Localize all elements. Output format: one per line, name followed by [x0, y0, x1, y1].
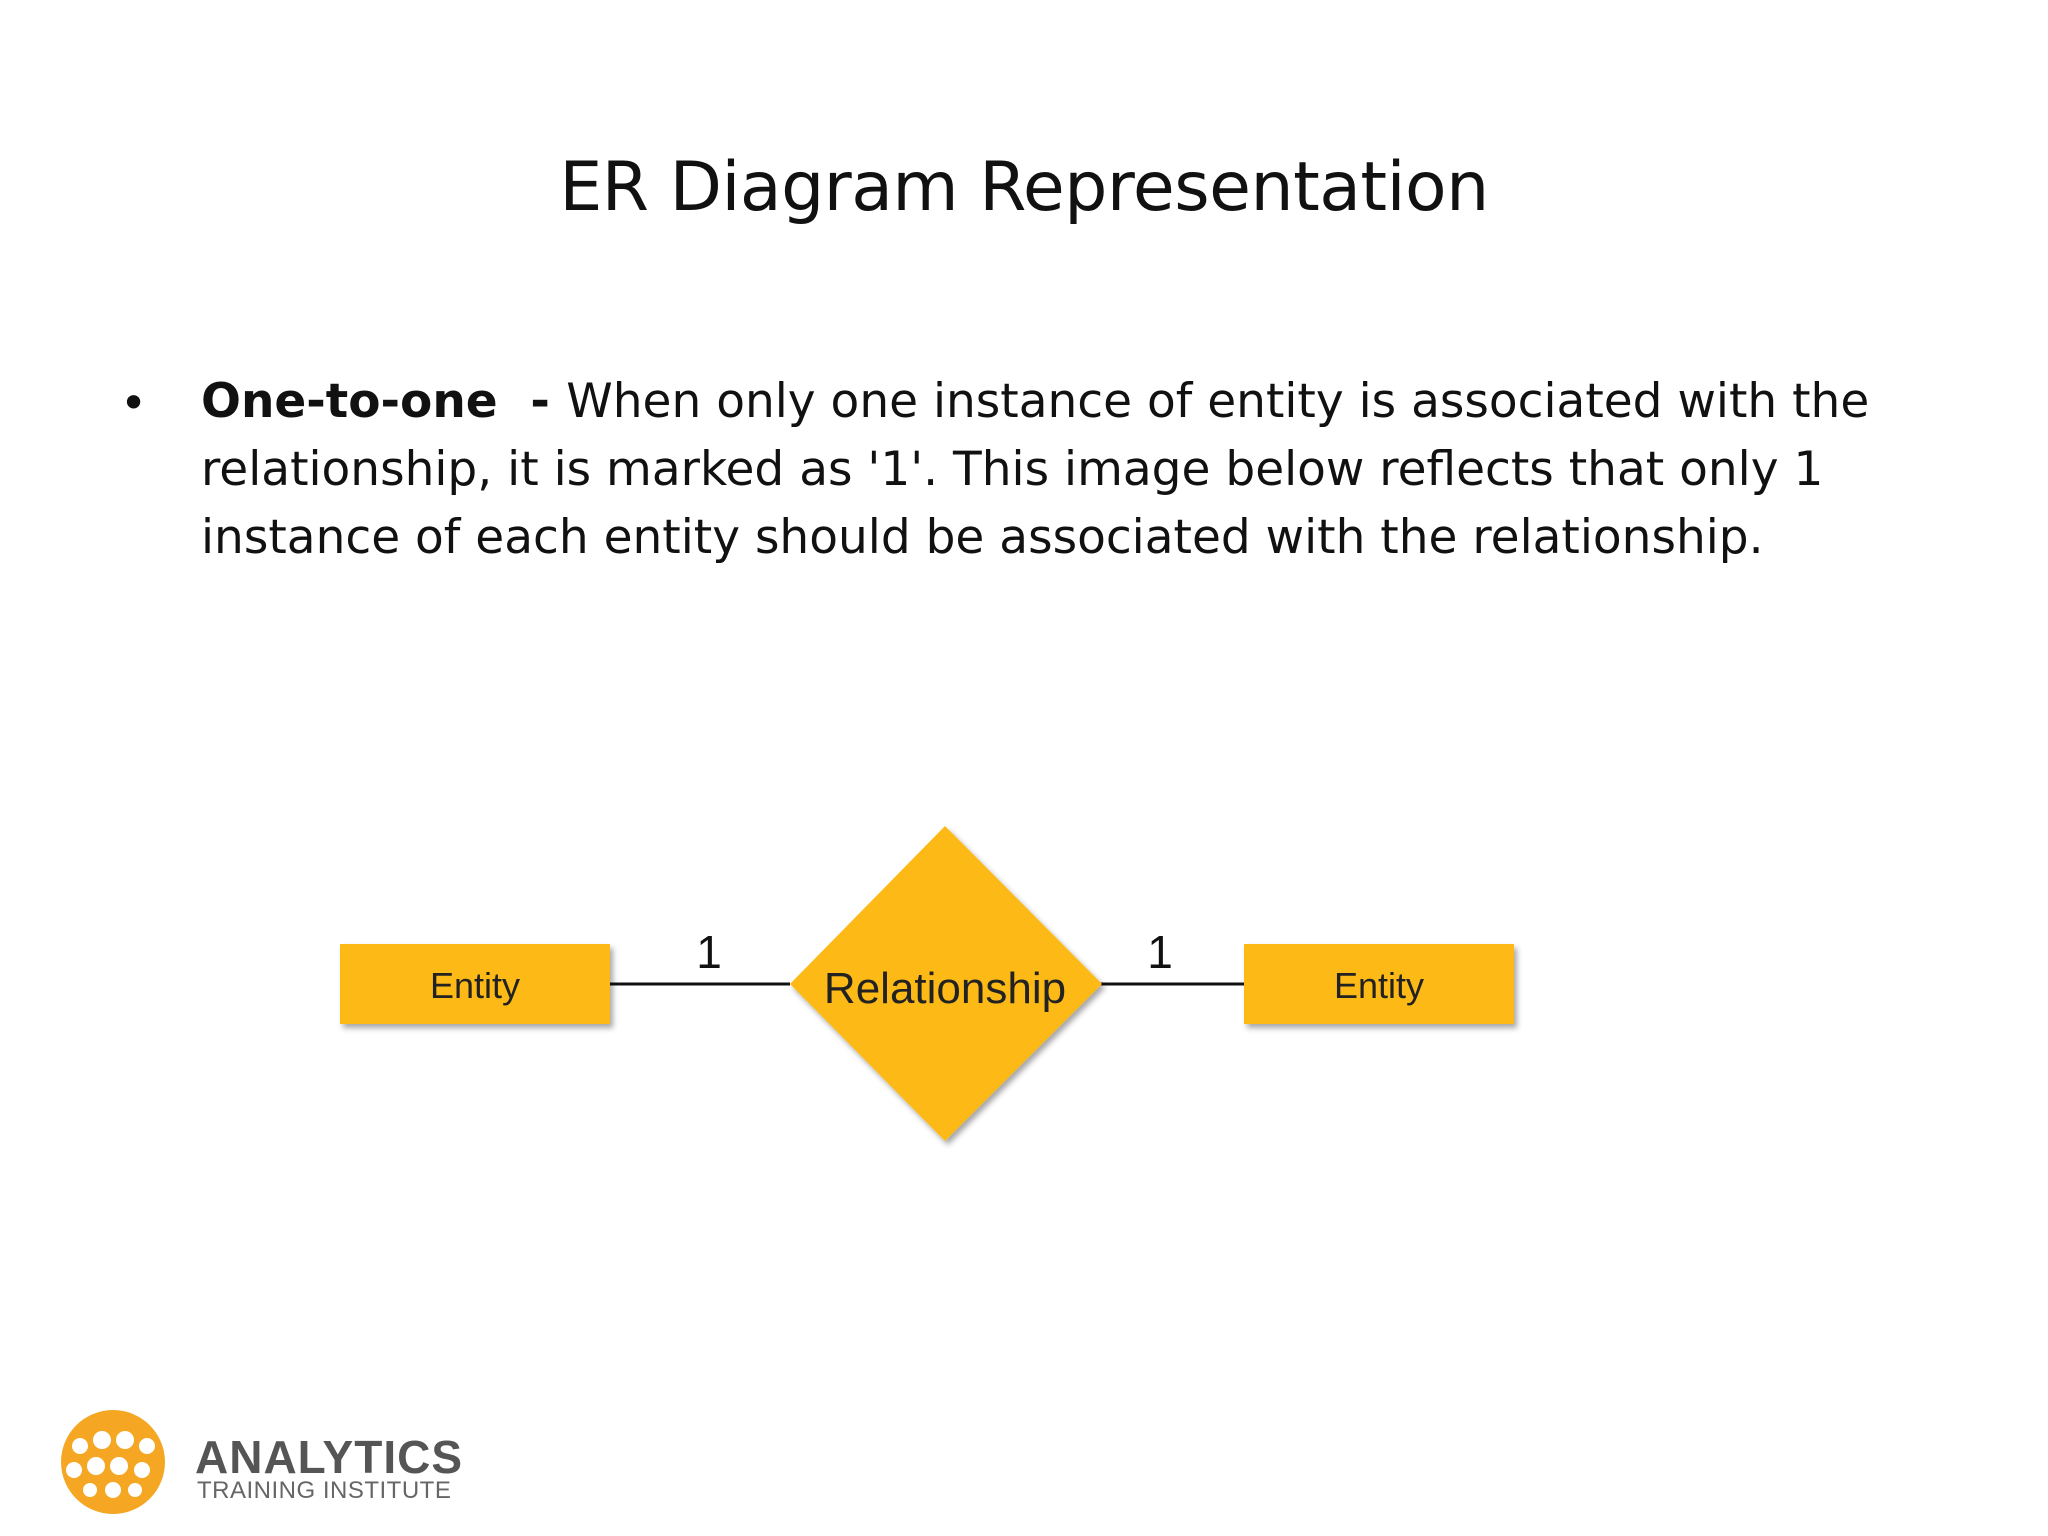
left-cardinality-label: 1 [696, 926, 722, 978]
bullet-dot: • [120, 376, 148, 430]
right-entity-box [1244, 944, 1514, 1024]
logo-subtitle: TRAINING INSTITUTE [197, 1477, 452, 1504]
bullet-item: • One-to-one - When only one instance of… [120, 368, 1880, 572]
company-logo: ANALYTICS TRAINING INSTITUTE [58, 1410, 478, 1514]
slide-title: ER Diagram Representation [559, 148, 1489, 227]
relationship-label: Relationship [824, 964, 1066, 1013]
logo-name: ANALYTICS [195, 1431, 463, 1483]
bullet-text: One-to-one - When only one instance of e… [201, 368, 1880, 572]
left-entity-box [340, 944, 610, 1024]
right-cardinality-label: 1 [1147, 926, 1173, 978]
bullet-term: One-to-one [201, 374, 498, 429]
relationship-diamond [790, 826, 1102, 1141]
bullet-description: When only one instance of entity is asso… [201, 374, 1870, 565]
left-entity-label: Entity [430, 965, 520, 1006]
right-entity-label: Entity [1334, 965, 1424, 1006]
logo-mark-icon [61, 1410, 165, 1514]
bullet-separator: - [497, 374, 567, 429]
